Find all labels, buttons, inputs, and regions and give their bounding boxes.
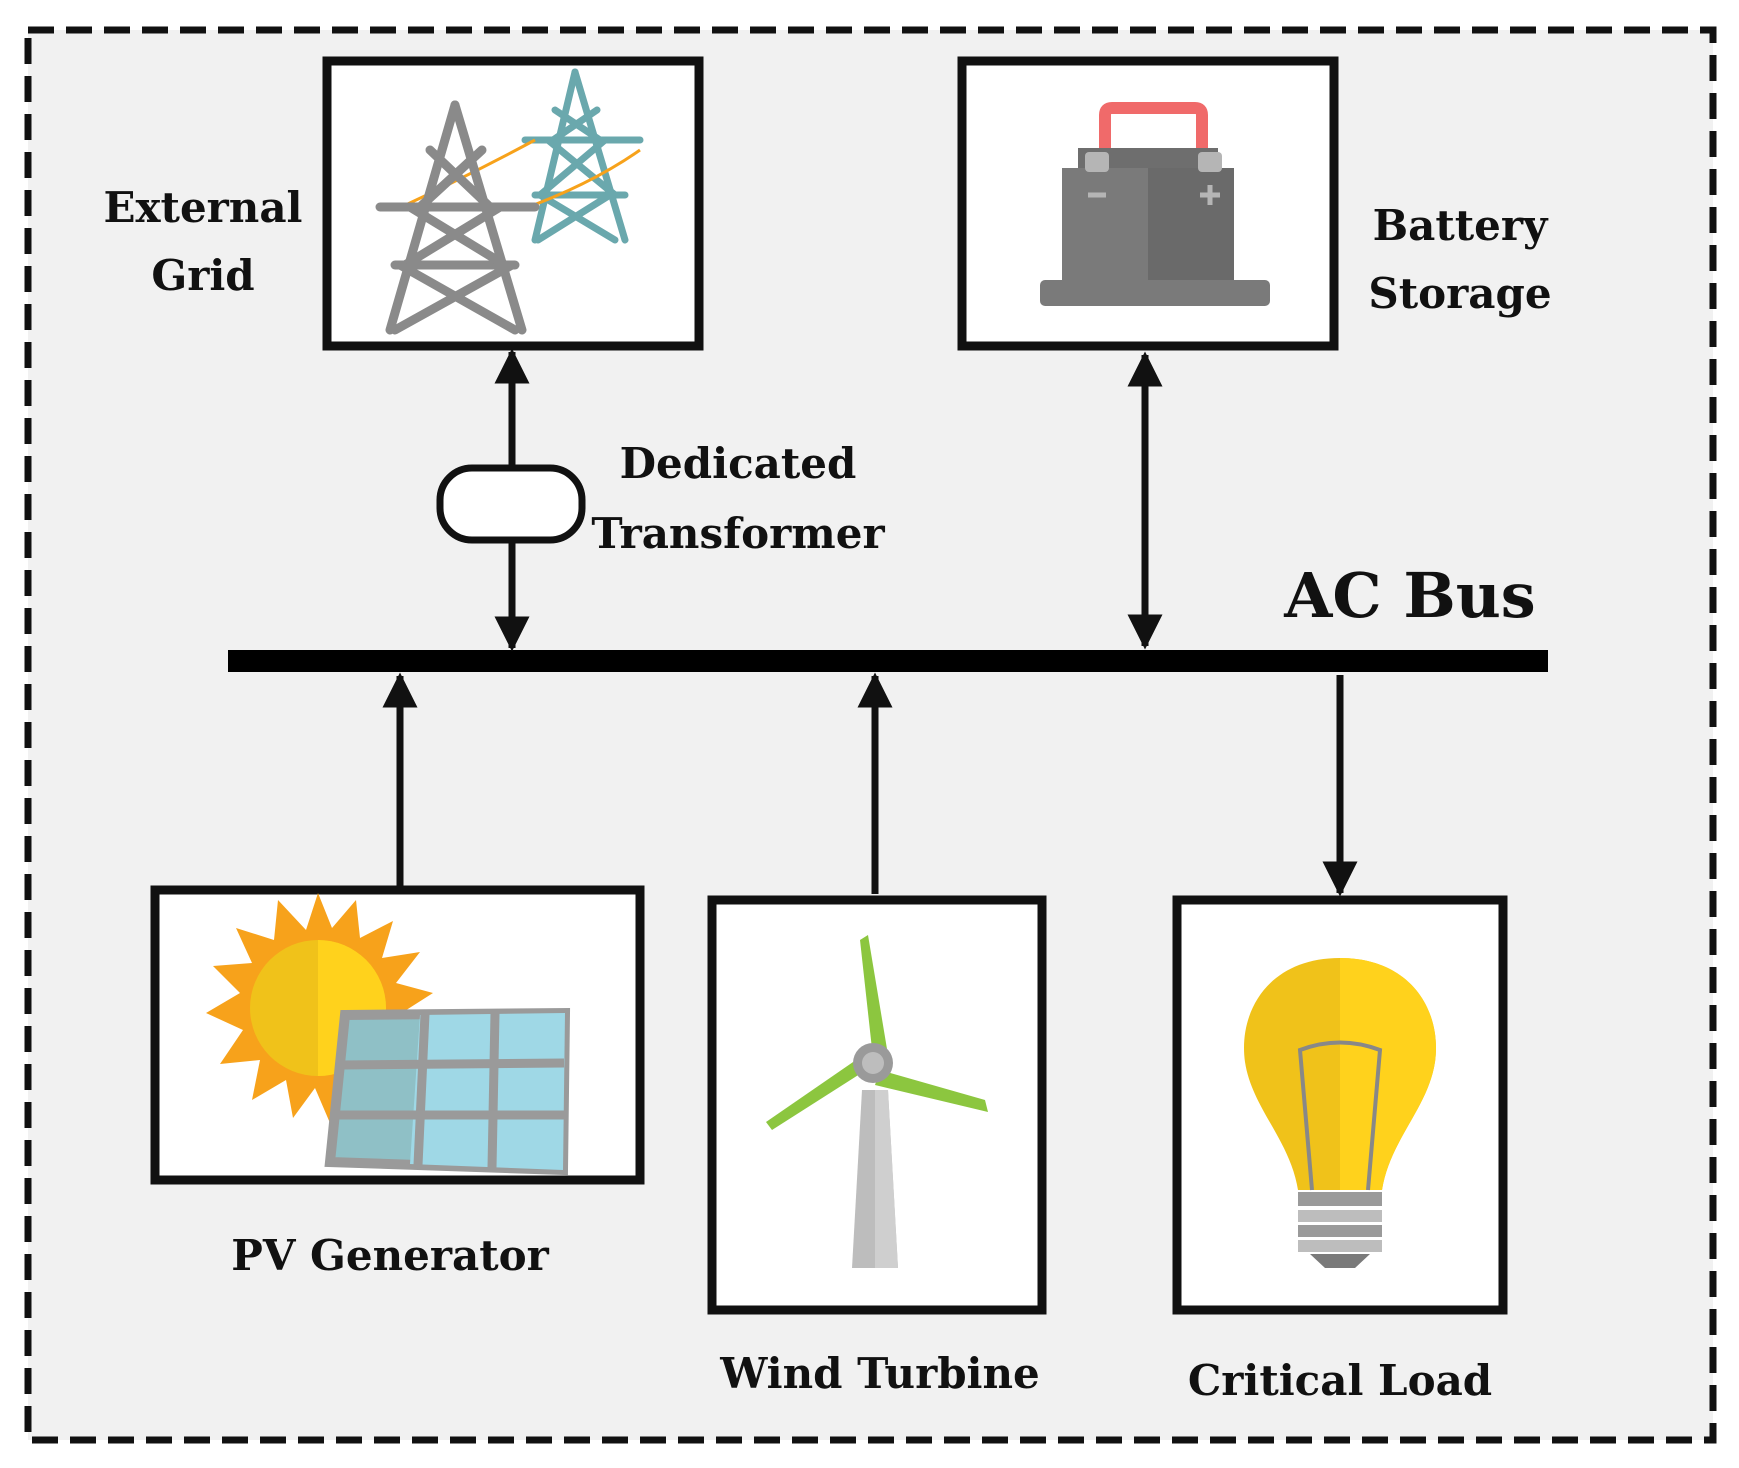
transformer-label-line2: Transformer <box>591 509 885 558</box>
battery-label-line1: Battery <box>1373 201 1549 250</box>
transformer-label-line1: Dedicated <box>620 439 857 488</box>
solar-panel-sun-icon <box>206 893 571 1176</box>
ac-bus-label: AC Bus <box>1283 559 1535 632</box>
external-grid-label-line1: External <box>103 183 302 232</box>
external-grid-label-line2: Grid <box>151 251 254 300</box>
wind-turbine-label: Wind Turbine <box>719 1349 1040 1398</box>
battery-icon <box>1040 102 1270 306</box>
light-bulb-icon <box>1244 958 1436 1268</box>
transformer-symbol <box>436 464 586 544</box>
battery-label-line2: Storage <box>1368 269 1551 318</box>
critical-load-label: Critical Load <box>1188 1356 1492 1405</box>
ac-bus-bar <box>228 650 1548 672</box>
wind-turbine-icon <box>766 935 988 1268</box>
pv-generator-label: PV Generator <box>231 1231 549 1280</box>
transmission-tower-icon <box>375 68 644 335</box>
